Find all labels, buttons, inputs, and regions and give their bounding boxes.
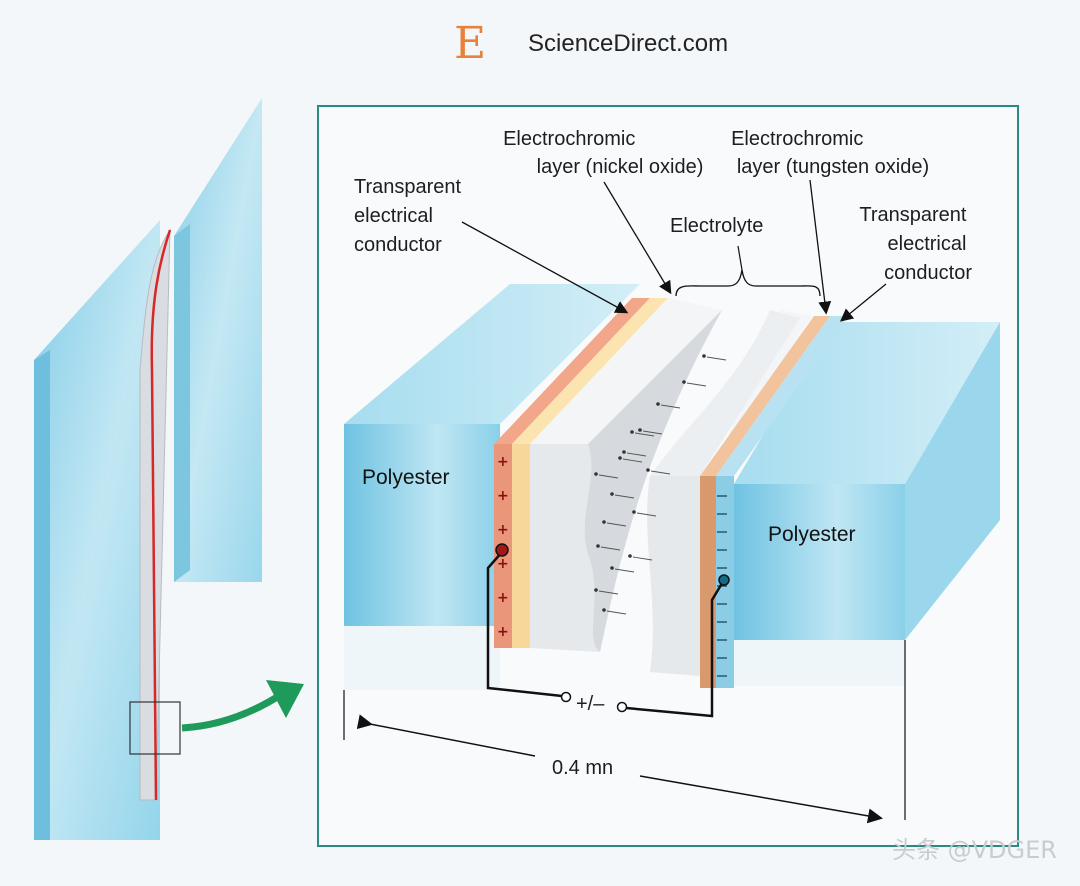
polyester-left-label: Polyester: [362, 466, 450, 489]
callout-line: [809, 179, 832, 315]
ion-arrow: [598, 474, 619, 479]
electrolyte-left: [530, 298, 722, 652]
electrolyte-label: Electrolyte: [670, 215, 763, 237]
plus-sign: +: [497, 454, 509, 470]
ec-tungsten-label: Electrochromic layer (tungsten oxide): [731, 128, 929, 178]
window-illustration: [34, 98, 304, 840]
label-line: Transparent: [859, 204, 967, 226]
ion-dot: [602, 520, 606, 524]
voltage-label: +/–: [576, 693, 605, 715]
ion-dot: [596, 544, 600, 548]
ion-dot: [610, 492, 614, 496]
ion-dot: [594, 588, 598, 592]
ion-dot: [622, 450, 626, 454]
thickness-dimension: [343, 640, 906, 824]
callout-line: [737, 245, 743, 271]
sciencedirect-logo: E: [454, 18, 487, 69]
ion-arrow: [622, 458, 643, 463]
callout-line: [603, 181, 672, 295]
ion-dot: [628, 554, 632, 558]
ion-arrow: [626, 452, 647, 457]
negative-charges: [717, 495, 727, 677]
ion-dot: [682, 380, 686, 384]
ion-arrow: [642, 430, 663, 435]
label-line: conductor: [354, 234, 442, 256]
label-line: Transparent: [354, 176, 462, 198]
glass-pane-front: [34, 220, 160, 840]
label-line: Electrochromic: [503, 128, 635, 150]
label-line: conductor: [884, 262, 972, 284]
ion-dot: [702, 354, 706, 358]
ion-arrows: [594, 354, 727, 615]
ion-dot: [602, 608, 606, 612]
zoom-arrow-head: [266, 680, 304, 718]
label-line: layer (tungsten oxide): [737, 156, 929, 178]
glass-pane-front-edge: [34, 350, 50, 840]
polyester-right-block: [734, 322, 1000, 686]
ion-dot: [618, 456, 622, 460]
plus-sign: +: [497, 556, 509, 572]
ion-arrow: [706, 356, 727, 361]
plus-sign: +: [497, 590, 509, 606]
watermark: 头条 @VDGER: [892, 836, 1057, 864]
ion-arrow: [650, 470, 671, 475]
glass-pane-back-edge: [174, 224, 190, 582]
ion-arrow: [614, 494, 635, 499]
ion-arrow: [636, 512, 657, 517]
ion-dot: [646, 468, 650, 472]
ion-dot: [638, 428, 642, 432]
label-line: layer (nickel oxide): [537, 156, 704, 178]
nickel-oxide-layer: [512, 298, 668, 648]
ion-arrow: [634, 432, 655, 437]
callout-line: [461, 221, 629, 314]
ion-arrow: [606, 522, 627, 527]
thickness-label: 0.4 mn: [552, 757, 613, 779]
ion-dot: [632, 510, 636, 514]
transparent-conductor-right-label: Transparent electrical conductor: [859, 204, 972, 284]
ion-arrow: [614, 568, 635, 573]
zoom-selection-box: [129, 701, 181, 755]
circuit-wire: [486, 543, 730, 718]
polyester-right-label: Polyester: [768, 523, 856, 546]
callout-line: [839, 283, 887, 322]
ion-arrow: [606, 610, 627, 615]
ion-dot: [610, 566, 614, 570]
ion-dot: [594, 472, 598, 476]
site-name: ScienceDirect.com: [528, 30, 729, 57]
plus-sign: +: [497, 522, 509, 538]
ion-arrow: [600, 546, 621, 551]
ec-film-red-edge: [150, 229, 172, 801]
transparent-conductor-left-label: Transparent electrical conductor: [354, 176, 467, 256]
ion-arrow: [686, 382, 707, 387]
ion-arrow: [598, 590, 619, 595]
plus-sign: +: [497, 488, 509, 504]
ion-arrow: [632, 556, 653, 561]
ec-nickel-label: Electrochromic layer (nickel oxide): [503, 128, 703, 178]
ion-dot: [630, 430, 634, 434]
positive-charges: + + + + + +: [497, 454, 509, 640]
ion-arrow: [660, 404, 681, 409]
label-line: electrical: [888, 233, 967, 255]
polyester-left-block: [344, 284, 640, 690]
zoom-arrow-body: [181, 691, 284, 732]
label-line: electrical: [354, 205, 433, 227]
glass-pane-back: [174, 98, 262, 582]
plus-sign: +: [497, 624, 509, 640]
label-line: Electrochromic: [731, 128, 863, 150]
ion-dot: [656, 402, 660, 406]
